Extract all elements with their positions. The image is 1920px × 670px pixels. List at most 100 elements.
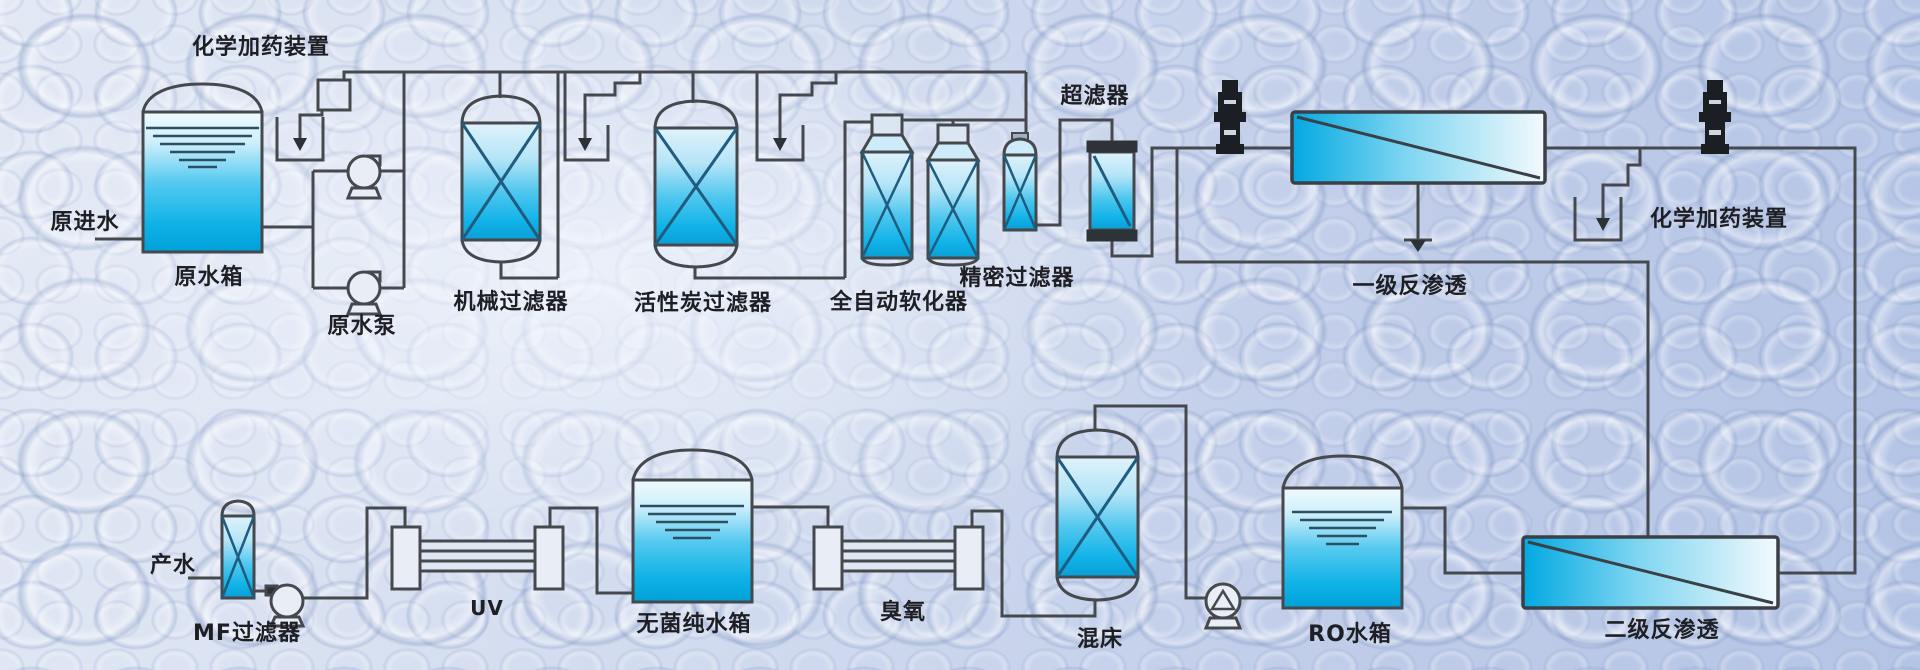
high-pressure-pump-1 [1214,80,1246,154]
ozone-end-block [953,525,985,591]
vessel-bowl [1055,576,1140,602]
chemical-dosing-station-4 [1573,148,1642,242]
water-ripples-icon [146,126,259,169]
mf-filter-vessel [220,499,256,600]
dosing-feed-pipe [298,110,324,138]
pipe-ro1-to-ro2 [1545,146,1857,575]
vessel-dome [460,94,542,124]
raw-water-pump-2 [345,270,383,316]
pump-casing [346,270,382,306]
mechanical-filter-vessel [460,94,542,264]
mf-transfer-pump [264,583,306,628]
label-raw-pump: 原水泵 [327,314,396,339]
vessel-dome [220,499,256,517]
label-uv: UV [470,596,504,620]
pipe-rotank-to-mixedbed [1093,404,1283,600]
high-pressure-pump-2 [1699,80,1731,154]
ro-diagonal-line [1527,540,1774,605]
label-mixed-bed: 混床 [1077,626,1123,652]
hp-pump-segment [1222,80,1238,92]
vessel-dome [653,99,739,129]
pipe-uv-to-pump [303,506,407,600]
ro-stage2-membrane [1521,535,1780,610]
dosing-feed-pipe [583,72,642,138]
hp-pump-slit [1224,100,1236,104]
chemical-dosing-station-2 [563,72,642,162]
vessel-cross-icon [1055,456,1140,578]
dosing-feed-pipe [1601,148,1642,218]
precision-filter-vessel [1002,132,1038,232]
label-sterile-tank: 无菌纯水箱 [636,611,751,637]
pipe-uf-to-ro1 [1110,146,1292,258]
uf-bottom-cap [1086,229,1138,242]
uv-end-block [533,525,565,591]
ro-tank-pump [1203,582,1243,630]
softener-vessel-1 [859,113,915,267]
pipe-pumps-to-header [380,72,406,290]
hp-pump-slit [1224,130,1236,135]
ozone-unit [812,525,985,591]
ro-diagonal-line [1296,115,1541,180]
dosing-nozzle-icon [1596,218,1610,231]
pipe-steriletank-to-uv [548,506,633,595]
pump-base [345,186,383,200]
tank-body [631,478,754,604]
vessel-cross-icon [460,122,542,241]
dosing-container [563,72,610,162]
label-mf-filter: MF过滤器 [193,621,301,646]
drain-symbol [1410,240,1426,252]
dosing-nozzle-icon [293,138,307,151]
hp-pump-segment [1707,80,1723,92]
label-ro-tank: RO水箱 [1308,621,1392,647]
label-carbon-filter: 活性炭过滤器 [634,290,772,316]
pump-base [268,615,306,628]
vessel-cross-icon [653,127,739,246]
pipe-ozone-to-steriletank [753,505,830,527]
dosing-container [275,117,325,162]
label-raw-inlet: 原进水 [50,210,119,235]
mixed-bed-vessel [1055,428,1140,602]
ultrafilter-module [1086,140,1138,242]
vessel-dome [1055,428,1140,458]
uv-sterilizer-unit [390,525,565,591]
hp-pump-flange [1214,112,1246,122]
uv-end-block [390,525,422,591]
hp-pump-slit [1709,100,1721,104]
vessel-cross-icon [1002,154,1038,231]
hp-pump-base [1216,144,1244,154]
chemical-dosing-station-3 [755,72,838,162]
carbon-filter-vessel [653,99,739,269]
label-raw-tank: 原水箱 [174,264,243,290]
softener-cap [870,113,904,137]
label-ro-stage2: 二级反渗透 [1604,617,1719,643]
water-ripples-icon [640,504,744,540]
ozone-end-block [812,525,844,591]
dosing-nozzle-icon [773,138,787,151]
uf-membrane-line [1092,155,1132,227]
hp-pump-base [1701,144,1729,154]
softener-shoulder [859,133,915,154]
tank-dome [1281,454,1404,489]
label-ozone: 臭氧 [880,599,926,625]
label-chem-dosing-2: 化学加药装置 [1650,206,1788,232]
vessel-bowl [460,239,542,264]
sterile-water-tank [631,448,754,604]
vessel-dome [1002,137,1038,156]
pipe-ro1-drain [1404,183,1432,242]
pump-casing [269,583,305,619]
dosing-feed-pipe [778,72,838,138]
label-chem-dosing-1: 化学加药装置 [192,34,330,60]
softener-vessel-2 [925,123,981,267]
dosing-pump-box [316,78,352,112]
raw-water-tank [141,82,264,254]
pump-casing [346,154,382,190]
pump-base [345,302,383,316]
dosing-nozzle-icon [578,138,592,151]
label-ultrafilter: 超滤器 [1060,84,1129,109]
pipe-mixedbed-to-ozone [970,509,1097,618]
label-precision-filter: 精密过滤器 [959,265,1074,291]
uv-tube [418,539,537,573]
pipe-ro2-to-rotank [1403,506,1523,575]
softener-cap [936,123,970,145]
